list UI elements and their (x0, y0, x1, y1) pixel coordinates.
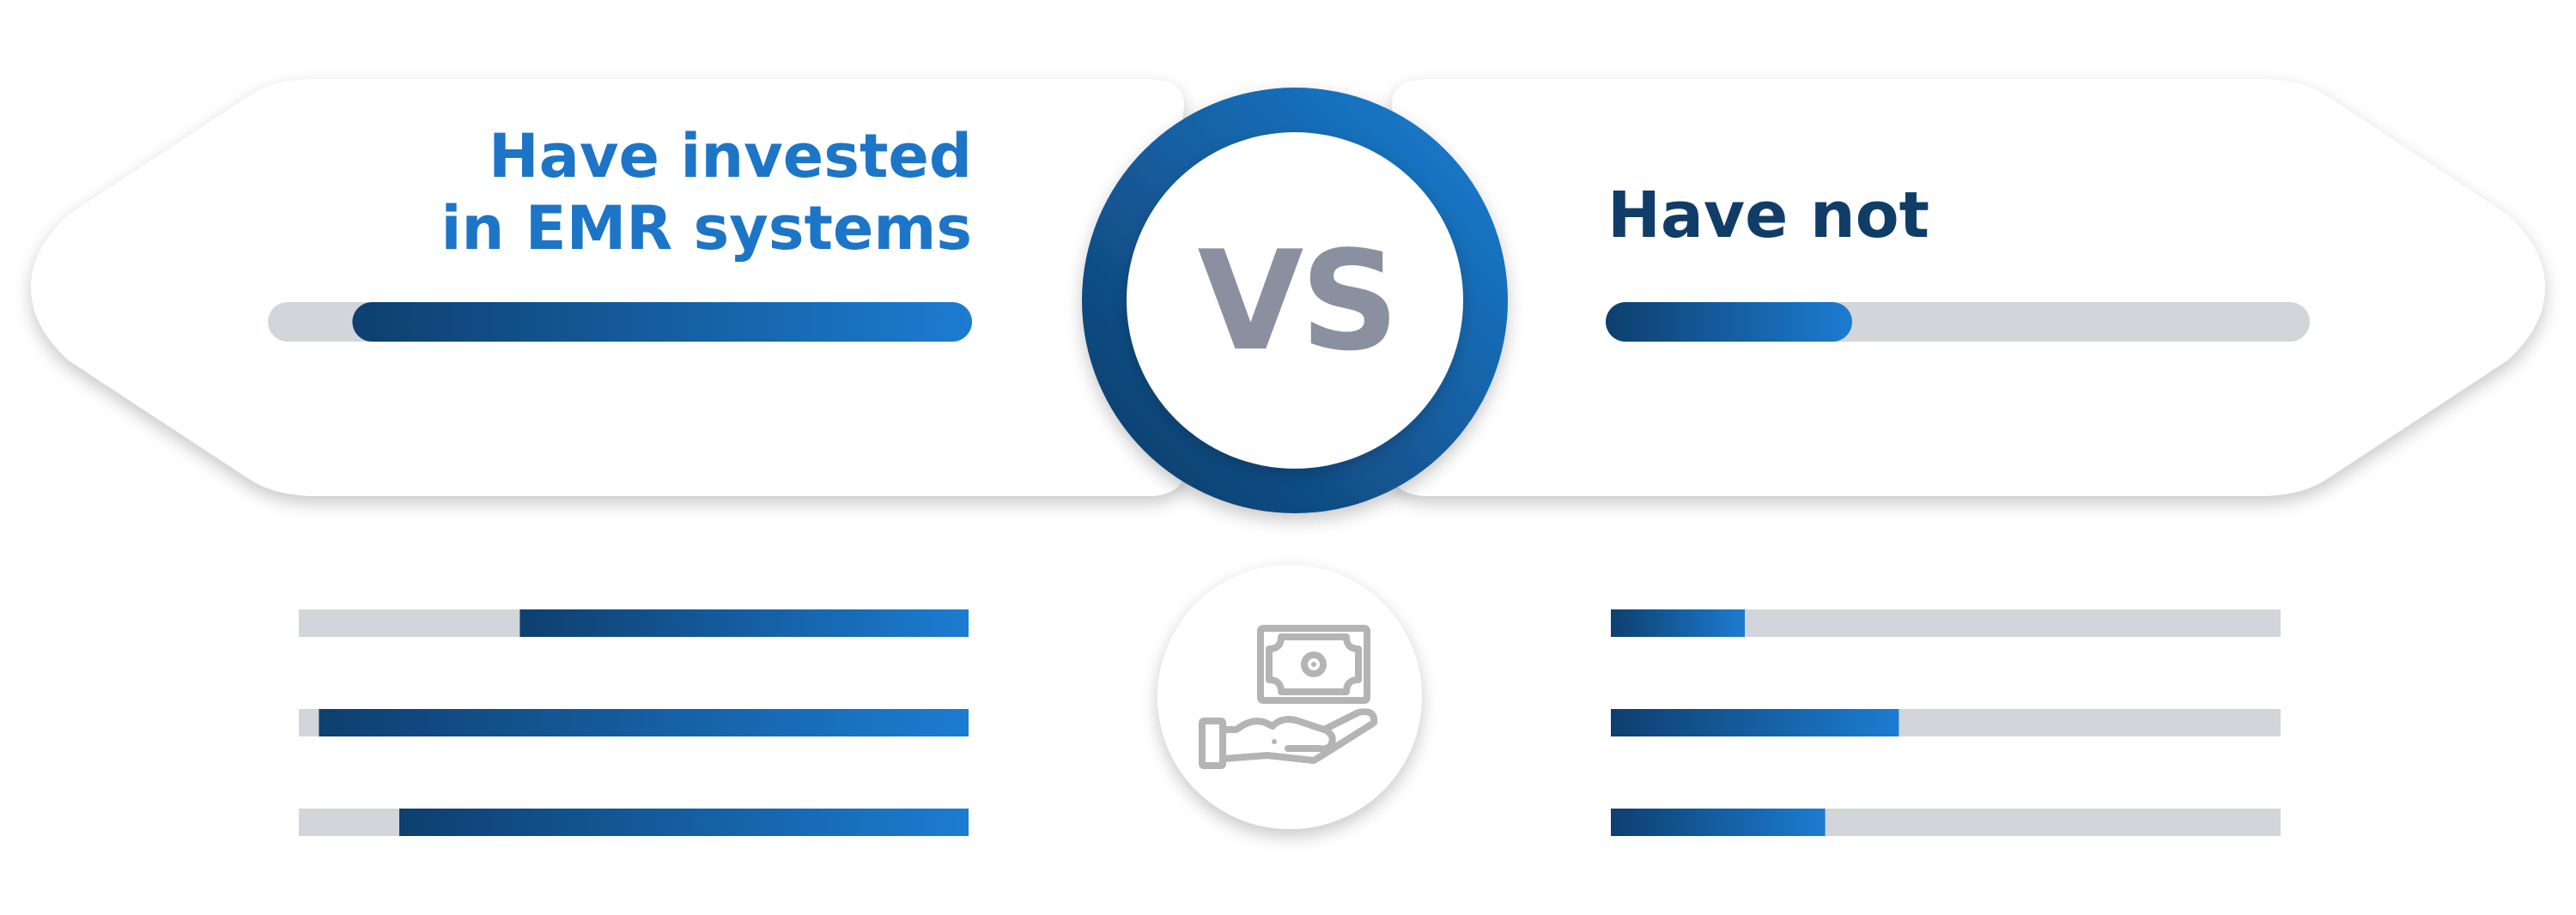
hand-holding-money-icon (1199, 625, 1378, 769)
right-main-bar-fill (1606, 302, 1852, 342)
right-panel (1392, 79, 2545, 496)
right-title: Have not (1607, 179, 1929, 252)
left-bar-fill-3 (399, 809, 969, 836)
left-bar-fill-2 (319, 709, 969, 736)
left-title: Have invested in EMR systems (319, 120, 972, 264)
left-bar-fill-1 (519, 609, 969, 637)
right-bar-fill-3 (1611, 809, 1826, 836)
vs-label: VS (1197, 221, 1399, 381)
left-title-line-1: Have invested (489, 121, 972, 191)
right-bar-fill-2 (1611, 709, 1899, 736)
left-main-bar-fill (352, 302, 972, 342)
right-bars-group (1611, 609, 2281, 836)
left-main-progress-bar (268, 302, 972, 342)
right-main-progress-bar (1606, 302, 2310, 342)
left-title-line-2: in EMR systems (440, 193, 972, 264)
left-bars-group (299, 609, 969, 836)
left-panel (31, 79, 1184, 496)
right-bar-fill-1 (1611, 609, 1745, 637)
vs-inner-circle (1127, 132, 1463, 469)
